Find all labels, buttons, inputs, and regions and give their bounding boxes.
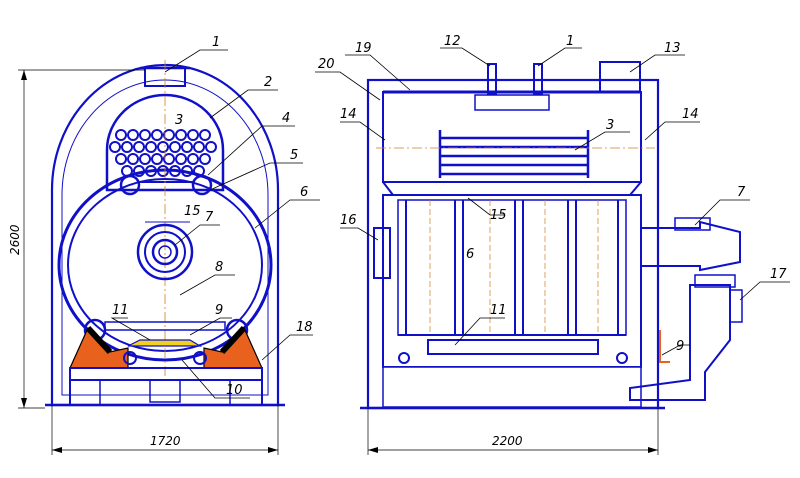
burner-mid <box>144 231 186 273</box>
callout-3-front: 3 <box>175 113 183 128</box>
drum-baffle <box>474 94 550 111</box>
callout-9-side: 9 <box>676 339 684 354</box>
nozzle-1 <box>533 63 543 95</box>
callout-11-front: 11 <box>112 303 129 318</box>
tube-bundle <box>109 129 217 177</box>
burner-outer <box>136 223 194 281</box>
callout-14-right: 14 <box>682 107 699 122</box>
front-inner-area <box>61 79 269 396</box>
callout-1-front: 1 <box>212 35 220 50</box>
grate-surface <box>127 339 203 347</box>
side-base <box>382 366 642 408</box>
side-view <box>360 61 743 410</box>
callout-12: 12 <box>444 34 461 49</box>
front-casing <box>50 63 280 407</box>
grate-wheel-left <box>123 351 137 365</box>
grate-wheel-right <box>193 351 207 365</box>
callout-3-side: 3 <box>606 118 614 133</box>
callout-2: 2 <box>264 75 272 90</box>
burner-duct <box>640 220 741 272</box>
callout-10: 10 <box>226 383 243 398</box>
nozzle-12 <box>487 63 497 95</box>
side-door <box>373 227 391 279</box>
callout-8: 8 <box>215 260 223 275</box>
burner-inner <box>151 238 179 266</box>
callout-14-left: 14 <box>340 107 357 122</box>
callout-20: 20 <box>318 57 335 72</box>
side-callouts: 19 20 12 1 13 14 14 3 16 15 6 7 17 11 9 <box>315 34 790 356</box>
callout-13: 13 <box>664 41 681 56</box>
callout-15-front: 15 <box>184 204 201 219</box>
callout-19: 19 <box>355 41 372 56</box>
callout-17: 17 <box>770 267 787 282</box>
callout-7-side: 7 <box>737 185 746 200</box>
callout-1-side: 1 <box>566 34 574 49</box>
side-grate <box>427 339 599 355</box>
front-callouts: 1 2 3 4 5 6 7 15 8 11 9 10 18 <box>110 35 320 399</box>
callout-6-side: 6 <box>466 247 474 262</box>
callout-11-side: 11 <box>490 303 507 318</box>
grate <box>104 321 226 331</box>
dimensions: 2600 1720 2200 <box>8 69 659 455</box>
dim-side-width: 2200 <box>492 434 523 448</box>
front-view <box>45 60 285 407</box>
side-vertical-tubes <box>405 200 619 335</box>
callout-4: 4 <box>282 111 290 126</box>
upper-drum <box>105 93 225 192</box>
callout-7-front: 7 <box>205 210 214 225</box>
side-tube-bundle <box>438 130 590 178</box>
ash-pit-door <box>149 379 181 403</box>
callout-15-side: 15 <box>490 208 507 223</box>
callout-6-front: 6 <box>300 185 308 200</box>
dim-height: 2600 <box>8 224 22 255</box>
callout-5: 5 <box>290 148 298 163</box>
nozzle-13 <box>599 61 641 93</box>
callout-16: 16 <box>340 213 357 228</box>
callout-9-front: 9 <box>215 303 223 318</box>
callout-18: 18 <box>296 320 313 335</box>
dim-front-width: 1720 <box>150 434 181 448</box>
